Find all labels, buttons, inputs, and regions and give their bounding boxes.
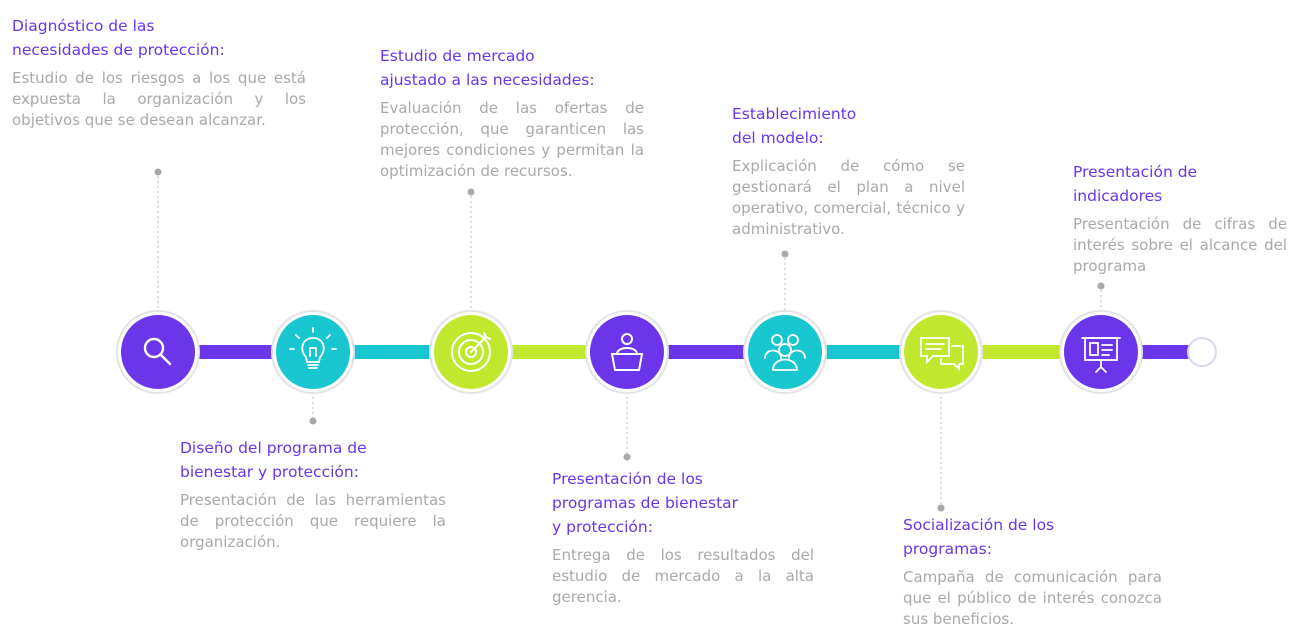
step-text-6: Socialización de los programas: Campaña …: [903, 513, 1162, 630]
step-title: Establecimiento del modelo:: [732, 105, 857, 147]
step-circle-5: [748, 315, 822, 389]
step-title: Presentación de los programas de bienest…: [552, 470, 739, 536]
step-circle-7: [1064, 315, 1138, 389]
step-description: Estudio de los riesgos a los que está ex…: [12, 69, 306, 129]
step-description: Campaña de comunicación para que el públ…: [903, 568, 1162, 628]
step-node-4: [585, 310, 669, 394]
connector-dot-2: [309, 417, 317, 425]
bar-segment-5: [824, 345, 906, 359]
step-description: Entrega de los resultados del estudio de…: [552, 546, 814, 606]
step-description: Explicación de cómo se gestionará el pla…: [732, 157, 965, 238]
step-text-4: Presentación de los programas de bienest…: [552, 467, 814, 608]
bar-segment-3: [510, 345, 592, 359]
step-description: Presentación de cifras de interés sobre …: [1073, 215, 1287, 275]
step-circle-6: [904, 315, 978, 389]
bar-segment-2: [353, 345, 435, 359]
step-text-3: Estudio de mercado ajustado a las necesi…: [380, 44, 644, 182]
connector-dot-3: [467, 188, 475, 196]
bar-segment-7: [1138, 345, 1200, 359]
lightbulb-icon: [289, 327, 337, 369]
step-text-7: Presentación de indicadores Presentación…: [1073, 160, 1287, 277]
connector-dot-6: [937, 504, 945, 512]
step-circle-4: [590, 315, 664, 389]
timeline-end-cap: [1187, 337, 1217, 367]
target-icon: [451, 332, 491, 372]
connector-dot-1: [154, 168, 162, 176]
step-title: Socialización de los programas:: [903, 516, 1055, 558]
bar-segment-6: [981, 345, 1063, 359]
step-node-5: [743, 310, 827, 394]
bar-segment-1: [196, 345, 278, 359]
connector-dots: [154, 168, 1105, 512]
step-node-2: [271, 310, 355, 394]
chart-board-icon: [1081, 337, 1121, 373]
bar-segment-4: [667, 345, 749, 359]
timeline-bars: [196, 345, 1200, 359]
search-icon: [143, 337, 172, 366]
step-text-1: Diagnóstico de las necesidades de protec…: [12, 14, 306, 131]
connector-dot-4: [623, 453, 631, 461]
step-node-3: [429, 310, 513, 394]
step-title: Diseño del programa de bienestar y prote…: [180, 439, 367, 481]
step-title: Diagnóstico de las necesidades de protec…: [12, 17, 225, 59]
chat-icon: [920, 337, 964, 372]
step-circle-1: [121, 315, 195, 389]
step-title: Presentación de indicadores: [1073, 163, 1198, 205]
connectors: [157, 176, 1102, 504]
presenter-icon: [610, 333, 644, 371]
step-node-7: [1059, 310, 1143, 394]
step-description: Evaluación de las ofertas de protección,…: [380, 99, 644, 180]
team-icon: [764, 334, 806, 371]
step-node-1: [116, 310, 200, 394]
step-text-2: Diseño del programa de bienestar y prote…: [180, 436, 446, 553]
step-circle-2: [276, 315, 350, 389]
connector-dot-5: [781, 250, 789, 258]
step-node-6: [899, 310, 983, 394]
connector-dot-7: [1097, 282, 1105, 290]
step-text-5: Establecimiento del modelo: Explicación …: [732, 102, 965, 240]
step-title: Estudio de mercado ajustado a las necesi…: [380, 47, 595, 89]
step-description: Presentación de las herramientas de prot…: [180, 491, 446, 551]
